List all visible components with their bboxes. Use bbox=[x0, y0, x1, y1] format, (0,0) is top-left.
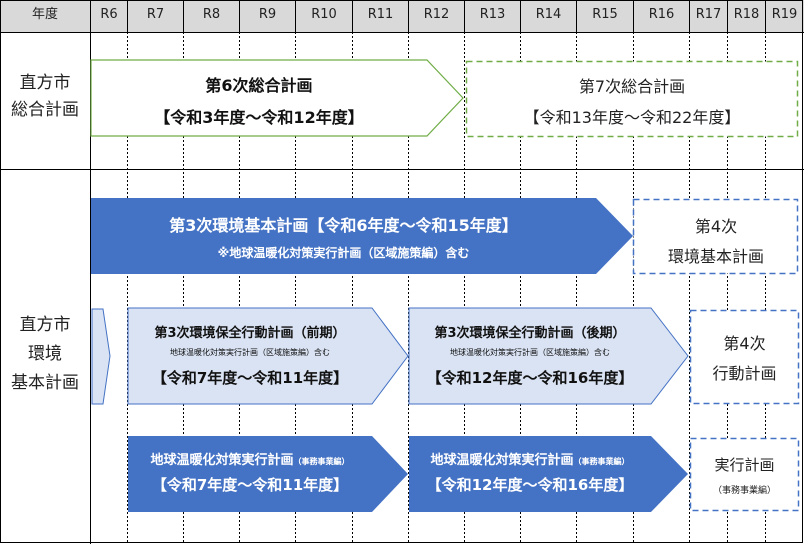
year-R7: R7 bbox=[146, 7, 165, 22]
year-R16: R16 bbox=[648, 7, 675, 22]
impl-next-line1: 実行計画 bbox=[714, 456, 775, 474]
row-label-kankyo: 直方市 環境 基本計画 bbox=[0, 311, 90, 398]
year-R14: R14 bbox=[535, 7, 562, 22]
basic4-line1: 第4次 bbox=[694, 217, 738, 236]
plan7-period: 【令和13年度～令和22年度】 bbox=[523, 108, 741, 127]
year-R11: R11 bbox=[367, 7, 394, 22]
plan6-period: 【令和3年度～令和12年度】 bbox=[154, 108, 364, 127]
year-R8: R8 bbox=[202, 7, 221, 22]
plan7-box bbox=[465, 60, 799, 138]
row-label-kankyo-line2: 環境 bbox=[28, 344, 62, 364]
row-label-sogo: 直方市 総合計画 bbox=[0, 70, 90, 124]
year-R13: R13 bbox=[479, 7, 506, 22]
year-R17: R17 bbox=[695, 7, 722, 22]
action-late-arrow bbox=[408, 307, 689, 405]
impl-early-title: 地球温暖化対策実行計画 bbox=[150, 453, 294, 468]
action-early-note: 地球温暖化対策実行計画（区域施策編）含む bbox=[170, 348, 330, 357]
action-early-period: 【令和7年度～令和11年度】 bbox=[151, 369, 349, 387]
plan6-arrow bbox=[90, 59, 464, 137]
impl-next-line2: （事務事業編） bbox=[712, 486, 776, 496]
year-R19: R19 bbox=[771, 7, 798, 22]
small-chevron bbox=[91, 308, 111, 405]
basic4-line2: 環境基本計画 bbox=[667, 247, 764, 266]
impl-next-box bbox=[689, 437, 800, 512]
impl-late-title: 地球温暖化対策実行計画 bbox=[430, 453, 574, 468]
action-late-period: 【令和12年度～令和16年度】 bbox=[426, 369, 634, 387]
plan7-title: 第7次総合計画 bbox=[578, 77, 686, 96]
basic3-arrow bbox=[91, 198, 633, 274]
row-label-sogo-line2: 総合計画 bbox=[11, 100, 79, 120]
action4-line2: 行動計画 bbox=[712, 364, 777, 383]
year-R10: R10 bbox=[311, 7, 337, 22]
impl-early-arrow bbox=[128, 436, 408, 512]
action4-box bbox=[689, 309, 800, 405]
action-early-arrow bbox=[127, 307, 409, 405]
impl-early-period: 【令和7年度～令和11年度】 bbox=[151, 476, 349, 494]
impl-early-tag: （事務事業編） bbox=[293, 457, 350, 466]
header-band bbox=[0, 0, 804, 32]
impl-late-tag: （事務事業編） bbox=[573, 457, 630, 466]
action-late-title: 第3次環境保全行動計画（後期） bbox=[434, 326, 626, 341]
year-R15: R15 bbox=[592, 7, 618, 22]
basic4-box bbox=[632, 198, 799, 275]
basic3-title: 第3次環境基本計画【令和6年度～令和15年度】 bbox=[169, 216, 518, 235]
impl-late-arrow bbox=[409, 436, 688, 512]
action4-line1: 第4次 bbox=[723, 334, 766, 353]
row-label-sogo-line1: 直方市 bbox=[19, 73, 71, 93]
basic3-note: ※地球温暖化対策実行計画（区域施策編）含む bbox=[217, 246, 470, 260]
row-label-kankyo-line3: 基本計画 bbox=[11, 373, 79, 393]
row-label-kankyo-line1: 直方市 bbox=[19, 315, 71, 335]
impl-early-title-row: 地球温暖化対策実行計画（事務事業編） bbox=[128, 449, 372, 468]
year-header-label: 年度 bbox=[31, 7, 58, 22]
year-R12: R12 bbox=[423, 7, 450, 22]
impl-late-period: 【令和12年度～令和16年度】 bbox=[426, 476, 634, 494]
plan6-title: 第6次総合計画 bbox=[205, 76, 313, 95]
action-late-note: 地球温暖化対策実行計画（区域施策編）含む bbox=[450, 348, 610, 357]
impl-late-title-row: 地球温暖化対策実行計画（事務事業編） bbox=[409, 449, 651, 468]
year-R18: R18 bbox=[733, 7, 760, 22]
year-R6: R6 bbox=[100, 7, 118, 22]
action-early-title: 第3次環境保全行動計画（前期） bbox=[154, 326, 346, 341]
year-R9: R9 bbox=[258, 7, 277, 22]
